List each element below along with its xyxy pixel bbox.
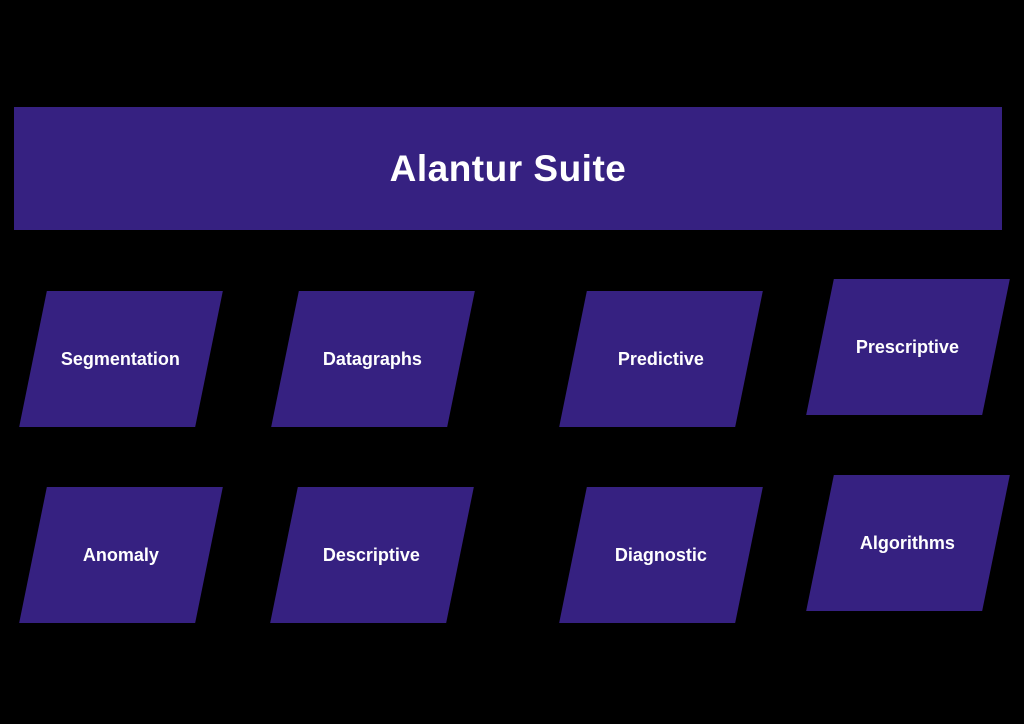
node-datagraphs: Datagraphs	[271, 291, 475, 427]
title-bar: Alantur Suite	[14, 107, 1002, 230]
node-algorithms: Algorithms	[806, 475, 1010, 611]
node-label: Anomaly	[82, 544, 160, 565]
node-anomaly: Anomaly	[19, 487, 223, 623]
node-label: Diagnostic	[614, 544, 707, 565]
node-label: Algorithms	[860, 532, 956, 553]
node-label: Descriptive	[323, 544, 421, 565]
diagram-title: Alantur Suite	[389, 147, 627, 189]
node-diagnostic: Diagnostic	[559, 487, 763, 623]
node-prescriptive: Prescriptive	[806, 279, 1010, 415]
node-label: Segmentation	[61, 348, 181, 369]
node-label: Predictive	[617, 348, 705, 369]
node-descriptive: Descriptive	[270, 487, 474, 623]
node-predictive: Predictive	[559, 291, 763, 427]
node-label: Prescriptive	[856, 336, 960, 357]
node-label: Datagraphs	[323, 348, 423, 369]
node-segmentation: Segmentation	[19, 291, 223, 427]
